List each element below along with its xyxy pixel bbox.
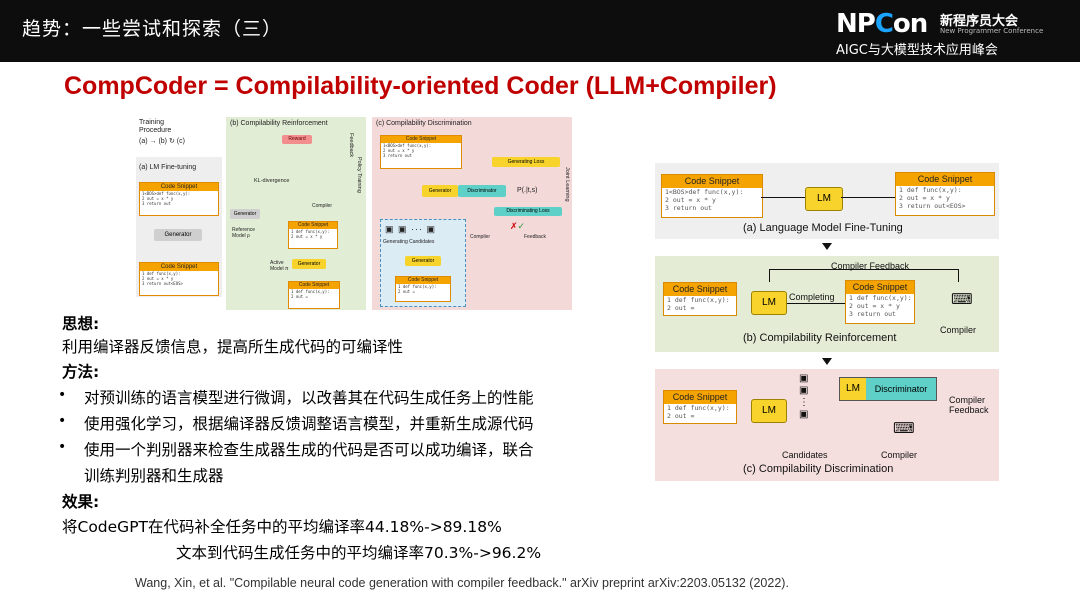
right-c-lm: LM — [751, 399, 787, 423]
training-procedure-label: Training Procedure — [139, 119, 172, 134]
probability-label: P(.|t,s) — [517, 187, 538, 194]
result-2: 文本到代码生成任务中的平均编译率70.3%->96.2% — [176, 544, 542, 562]
right-a-caption: (a) Language Model Fine-Tuning — [743, 222, 903, 234]
right-b-lm: LM — [751, 291, 787, 315]
completing-label: Completing — [789, 292, 835, 302]
arrow-b — [787, 303, 845, 304]
panel-a-title: (a) LM Fine-tuning — [139, 164, 197, 171]
arrow-a2 — [841, 197, 895, 198]
candidate-box: ▣ ▣ ··· ▣ Generating Candidates Generato… — [380, 219, 466, 307]
lm-discriminator-box: LM Discriminator — [839, 377, 937, 401]
generator-discriminator-bar: Generator Discriminator — [422, 185, 510, 197]
bullet-1: • — [58, 387, 67, 403]
policy-training-label: Policy Training — [356, 157, 362, 193]
right-b-caption: (b) Compilability Reinforcement — [743, 332, 897, 344]
panel-b-input-snippet: Code Snippet 1 def func(x,y): 2 out = — [288, 281, 340, 309]
panel-c-compiler-label: Compiler — [470, 234, 491, 240]
brand-sub: AIGC与大模型技术应用峰会 — [836, 43, 998, 58]
result-1: 将CodeGPT在代码补全任务中的平均编译率44.18%->89.18% — [62, 518, 502, 536]
reference-model-label: Reference Model ρ — [232, 227, 256, 239]
right-c-discriminator: Discriminator — [866, 378, 936, 400]
right-c-input-snippet: Code Snippet 1 def func(x,y): 2 out = — [663, 390, 737, 424]
panel-a-generated-snippet: Code Snippet 1 def func(x,y): 2 out = x … — [139, 262, 219, 296]
right-b-output-snippet: Code Snippet 1 def func(x,y): 2 out = x … — [845, 280, 915, 324]
citation: Wang, Xin, et al. "Compilable neural cod… — [135, 576, 789, 590]
result-label: 效果: — [62, 493, 100, 511]
right-c-lm-part: LM — [840, 378, 866, 400]
arrow-a1 — [761, 197, 805, 198]
bullet-3: • — [58, 439, 67, 455]
compcoder-figure: Code Snippet 1<BOS>def func(x,y): 2 out … — [655, 163, 999, 481]
active-generator: Generator — [292, 259, 326, 269]
panel-b-code-snippet: Code Snippet 1 def func(x,y): 2 out = x … — [288, 221, 338, 249]
conference-brand: NPCon 新程序员大会 New Programmer Conference A… — [836, 7, 1066, 58]
right-c-caption: (c) Compilability Discrimination — [743, 463, 894, 475]
slide-title: 趋势：一些尝试和探索（三） — [22, 18, 283, 40]
panel-c-code-snippet: Code Snippet 1<BOS>def func(x,y): 2 out … — [380, 135, 462, 169]
down-arrow-2 — [822, 358, 832, 365]
right-b-compiler-feedback: Compiler Feedback — [831, 261, 910, 271]
right-panel-c: Code Snippet 1 def func(x,y): 2 out = LM… — [655, 369, 999, 481]
compiler-icon: ⌨ — [951, 291, 973, 308]
reference-generator: Generator — [230, 209, 260, 219]
idea-text: 利用编译器反馈信息，提高所生成代码的可编译性 — [62, 338, 404, 356]
panel-c-generator: Generator — [405, 256, 441, 266]
panel-c-input-snippet: Code Snippet 1 def func(x,y): 2 out = — [395, 276, 451, 302]
method-label: 方法: — [62, 363, 100, 381]
panel-c-title: (c) Compilability Discrimination — [376, 120, 472, 127]
method-1: 对预训练的语言模型进行微调，以改善其在代码生成任务上的性能 — [84, 389, 534, 407]
right-c-compiler-label: Compiler — [881, 450, 918, 460]
right-b-compiler-label: Compiler — [940, 325, 977, 335]
brand-en: New Programmer Conference — [940, 27, 1044, 35]
idea-label: 思想: — [62, 315, 100, 333]
panel-a-code-snippet: Code Snippet 1<BOS>def func(x,y): 2 out … — [139, 182, 219, 216]
fail-pass-icon: ✗✓ — [510, 221, 526, 231]
right-c-compiler-feedback: Compiler Feedback — [949, 395, 989, 415]
panel-b-compilability-reinforcement: (b) Compilability Reinforcement Reward K… — [226, 117, 366, 310]
header-bar: 趋势：一些尝试和探索（三） NPCon 新程序员大会 New Programme… — [0, 0, 1080, 62]
joint-learning-label: Joint Learning — [564, 167, 570, 202]
right-a-output-snippet: Code Snippet 1 def func(x,y): 2 out = x … — [895, 172, 995, 216]
active-model-label: Active Model π — [270, 260, 289, 272]
candidate-icons: ▣ ▣ ⋮ ▣ — [799, 373, 809, 420]
brand-cn: 新程序员大会 — [940, 14, 1019, 29]
right-b-input-snippet: Code Snippet 1 def func(x,y): 2 out = — [663, 282, 737, 316]
panel-a-lm-finetuning: (a) LM Fine-tuning Code Snippet 1<BOS>de… — [136, 157, 222, 297]
right-panel-a: Code Snippet 1<BOS>def func(x,y): 2 out … — [655, 163, 999, 239]
feedback-loop-line — [769, 269, 959, 282]
panel-c-feedback-label: Feedback — [524, 234, 546, 240]
kl-divergence-label: KL-divergence — [254, 178, 290, 184]
panel-c-compilability-discrimination: (c) Compilability Discrimination Code Sn… — [372, 117, 572, 310]
discriminating-loss: Discriminating Loss — [494, 207, 562, 216]
panel-a-generator: Generator — [154, 229, 202, 241]
method-2: 使用强化学习，根据编译器反馈调整语言模型，并重新生成源代码 — [84, 415, 534, 433]
reward-box: Reward — [282, 135, 312, 144]
generating-candidates-label: Generating Candidates — [383, 239, 435, 245]
npcon-logo: NPCon — [836, 9, 928, 39]
slide-heading: CompCoder = Compilability-oriented Coder… — [64, 72, 777, 100]
candidates-label: Candidates — [782, 450, 828, 460]
method-3-cont: 训练判别器和生成器 — [84, 467, 224, 485]
training-steps: (a) → (b) ↻ (c) — [139, 138, 185, 145]
panel-b-compiler-label: Compiler — [312, 203, 333, 209]
method-3: 使用一个判别器来检查生成器生成的代码是否可以成功编译，联合 — [84, 441, 534, 459]
compiler-icon-c: ⌨ — [893, 420, 915, 437]
panel-b-title: (b) Compilability Reinforcement — [230, 120, 328, 127]
generating-loss: Generating Loss — [492, 157, 560, 167]
down-arrow-1 — [822, 243, 832, 250]
bullet-2: • — [58, 413, 67, 429]
right-a-input-snippet: Code Snippet 1<BOS>def func(x,y): 2 out … — [661, 174, 763, 218]
candidate-icons: ▣ ▣ ··· ▣ — [385, 224, 437, 234]
right-a-lm: LM — [805, 187, 843, 211]
right-panel-b: Compiler Feedback Code Snippet 1 def fun… — [655, 256, 999, 352]
feedback-label: Feedback — [348, 133, 354, 158]
training-figure: Training Procedure (a) → (b) ↻ (c) (a) L… — [136, 117, 572, 310]
